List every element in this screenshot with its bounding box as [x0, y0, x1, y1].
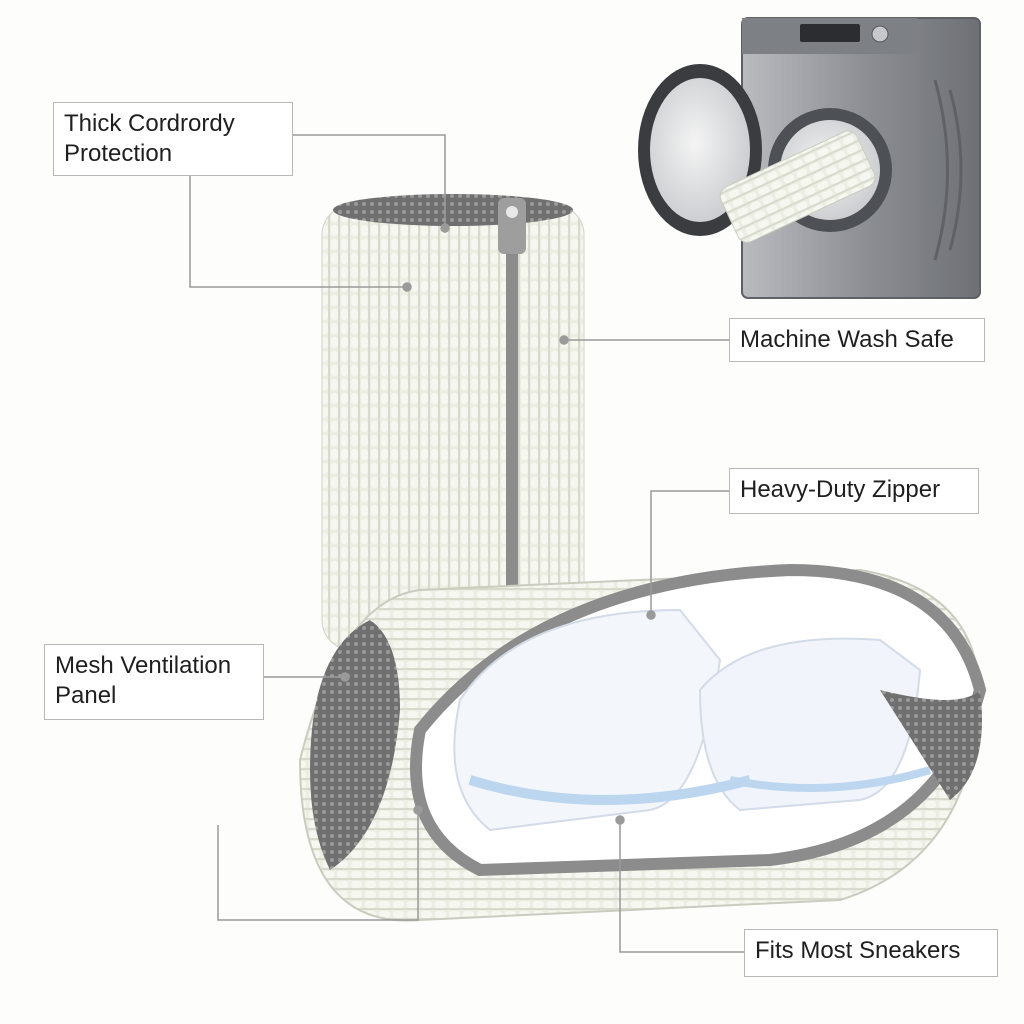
callout-mesh-panel: Mesh Ventilation Panel — [44, 644, 264, 720]
callout-machine-wash: Machine Wash Safe — [729, 318, 985, 362]
open-bag — [298, 563, 987, 922]
leader-lines — [189, 134, 744, 953]
callout-fits-sneakers: Fits Most Sneakers — [744, 929, 998, 977]
callout-thick-corduroy-line2: Protection — [64, 140, 173, 167]
callout-zipper: Heavy-Duty Zipper — [729, 468, 979, 514]
callout-mesh-panel-line2: Panel — [55, 682, 117, 709]
callout-mesh-panel-line1: Mesh Ventilation — [55, 652, 232, 679]
upright-bag — [321, 194, 585, 651]
washing-machine — [638, 17, 981, 299]
callout-fits-sneakers-text: Fits Most Sneakers — [755, 937, 961, 964]
callout-zipper-text: Heavy-Duty Zipper — [740, 476, 941, 503]
callout-thick-corduroy-line1: Thick Cordrordy — [64, 110, 235, 137]
callout-thick-corduroy: Thick Cordrordy Protection — [53, 102, 293, 176]
callout-machine-wash-text: Machine Wash Safe — [740, 326, 954, 353]
